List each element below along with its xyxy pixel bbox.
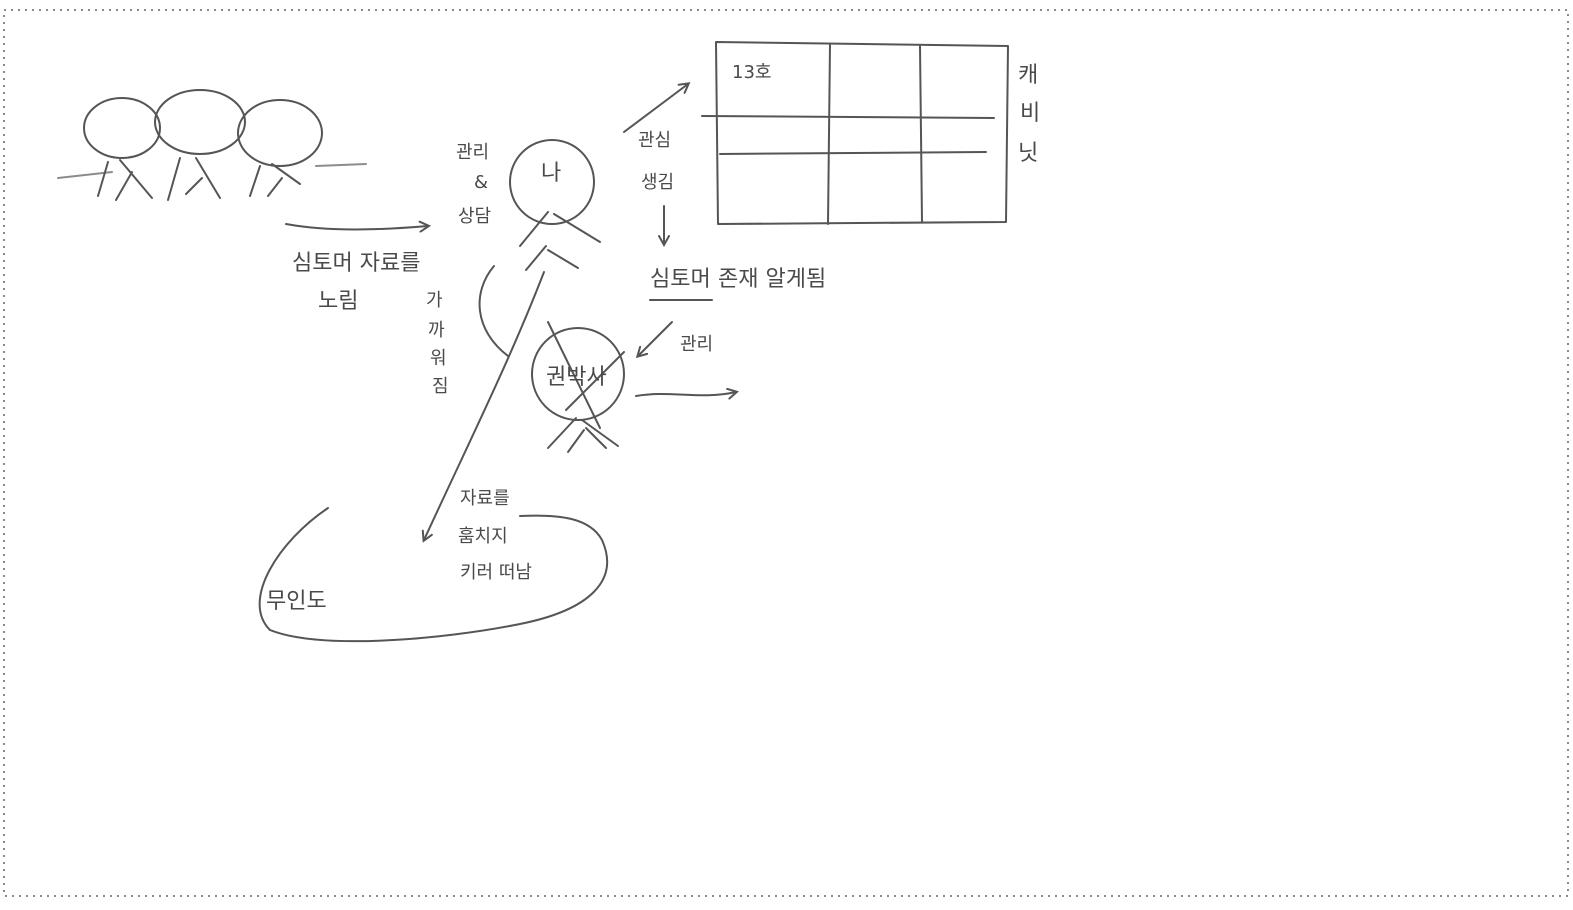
closer-char-3: 워 [430, 348, 447, 369]
crowd-group [57, 89, 367, 201]
cabinet-char-1: 캐 [1018, 63, 1038, 88]
covet-arrow [285, 224, 428, 230]
aware-simtomer: 심토머 [650, 267, 711, 292]
take-line3: 키러 떠남 [460, 562, 532, 583]
manage-doctor-label: 관리 [680, 334, 713, 355]
covet-label-line2: 노림 [318, 289, 358, 314]
crowd-head-2 [154, 89, 246, 155]
island-outline [258, 507, 608, 643]
doctor-leave-arrow [635, 392, 736, 396]
manage-doctor-arrow [638, 321, 673, 356]
me-figure [509, 139, 601, 271]
doctor-figure [531, 321, 625, 453]
cabinet-char-3: 닛 [1018, 141, 1038, 166]
dotted-frame [3, 9, 1569, 897]
doctor-head [531, 327, 625, 421]
cabinet-char-2: 비 [1020, 101, 1040, 126]
me-head [509, 139, 595, 225]
interest-top: 관심 [638, 130, 671, 151]
closer-arc [478, 265, 509, 357]
me-label: 나 [541, 161, 561, 186]
take-line1: 자료를 [460, 488, 510, 509]
covet-label-line1: 심토머 자료를 [292, 251, 420, 276]
manage-consult-top: 관리 [456, 142, 489, 163]
closer-char-1: 가 [426, 290, 443, 311]
island-label: 무인도 [266, 589, 327, 614]
doctor-cross [547, 321, 625, 429]
cabinet-13-label: 13호 [732, 62, 771, 83]
closer-char-2: 까 [428, 320, 445, 341]
take-line2: 훔치지 [458, 526, 508, 547]
crowd-head-3 [237, 99, 323, 167]
aware-rest: 존재 알게됨 [718, 267, 826, 292]
closer-char-4: 짐 [432, 376, 449, 397]
doctor-label: 권박사 [546, 365, 607, 390]
cabinet-grid [701, 41, 1009, 225]
interest-arrow [623, 84, 688, 133]
manage-consult-bottom: 상담 [458, 206, 491, 227]
crowd-head-1 [83, 97, 161, 159]
take-arrow [424, 271, 545, 540]
manage-consult-connector: & [474, 172, 488, 193]
interest-bottom: 생김 [641, 172, 674, 193]
